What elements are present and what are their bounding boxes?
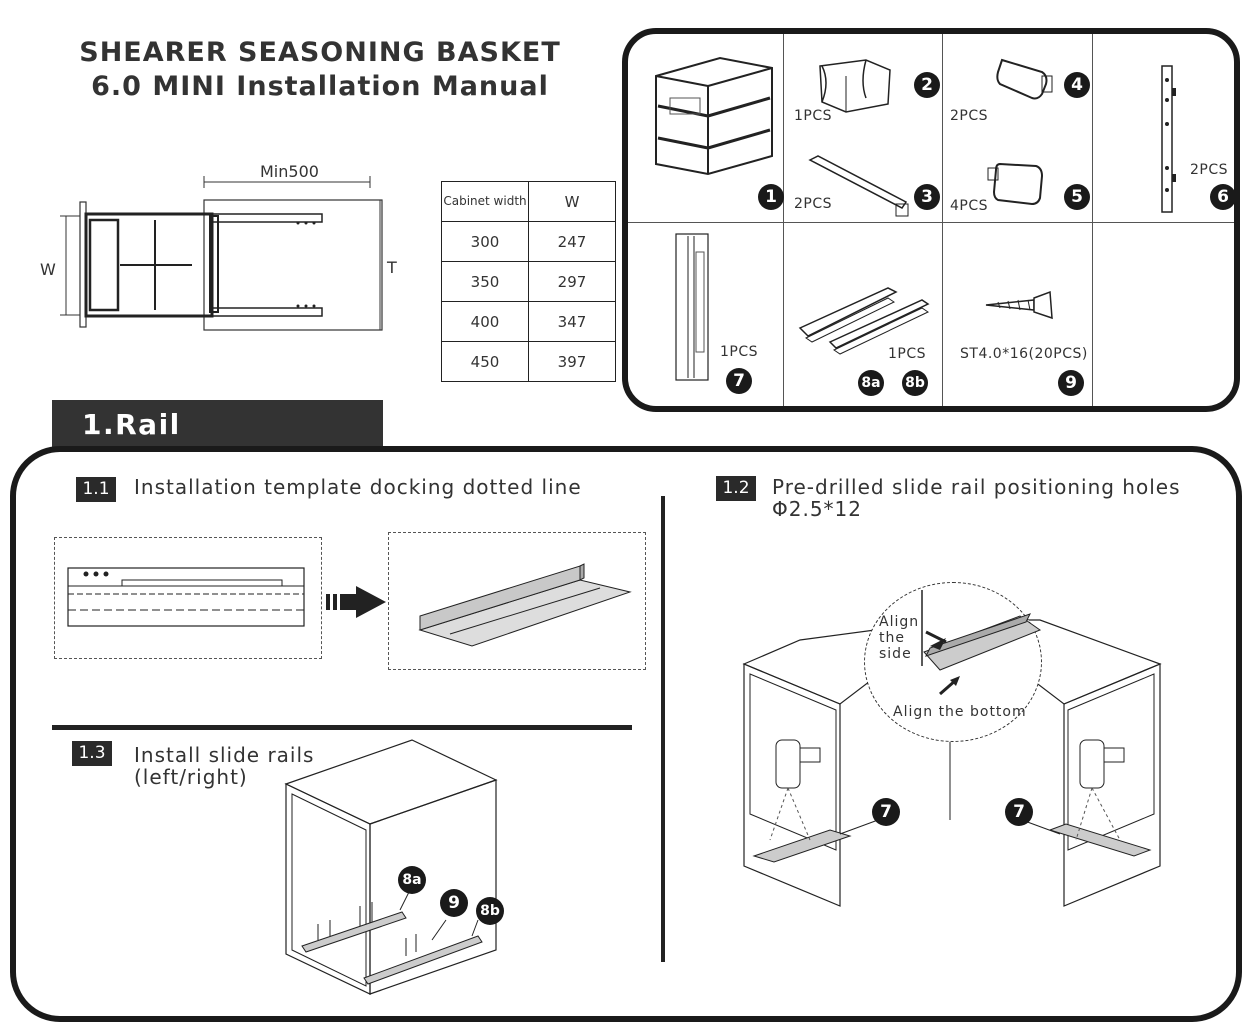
table-cell: 247 xyxy=(528,221,616,262)
step-text-spec: Φ2.5*12 xyxy=(772,497,862,521)
align-side-text: side xyxy=(879,646,912,662)
depth-dimension-label: T xyxy=(387,258,397,277)
parts-list-panel: 1 1PCS 2 2PCS 3 2PCS 4 4PCS 5 2PCS 6 xyxy=(622,28,1240,412)
part-number-badge: 5 xyxy=(1064,184,1090,210)
rail-bar-illustration xyxy=(808,155,909,217)
part-number-badge-8b: 8b xyxy=(902,370,928,396)
part-qty: 1PCS xyxy=(794,108,833,124)
table-row: 400 347 xyxy=(441,301,616,342)
template-illustration xyxy=(675,233,709,381)
template-3d-view xyxy=(388,532,646,670)
template-3d-drawing xyxy=(418,563,632,647)
part-number-badge: 2 xyxy=(914,72,940,98)
cabinet-frame-illustration xyxy=(655,56,773,176)
cabinet-rail-install-drawing xyxy=(284,739,498,995)
part-number-badge: 7 xyxy=(726,368,752,394)
title-line-1: SHEARER SEASONING BASKET xyxy=(79,37,561,68)
part-qty: 2PCS xyxy=(950,108,989,124)
part-number-badge-9: 9 xyxy=(440,889,468,917)
min-dimension-label: Min500 xyxy=(260,162,319,181)
table-row: 450 397 xyxy=(441,341,616,382)
step-text: Install slide rails xyxy=(134,743,315,767)
screw-illustration xyxy=(985,290,1053,320)
table-row: 350 297 xyxy=(441,261,616,302)
rail-installation-panel xyxy=(10,446,1242,1022)
table-header-w: W xyxy=(528,181,616,222)
part-number-badge: 7 xyxy=(1005,798,1033,826)
align-side-text: the xyxy=(879,630,905,646)
part-qty: 1PCS xyxy=(888,346,927,362)
table-row: 300 247 xyxy=(441,221,616,262)
vertical-divider xyxy=(661,496,665,962)
part-number-badge-8b: 8b xyxy=(476,897,504,925)
arrow-icon xyxy=(326,586,386,618)
part-number-badge-8a: 8a xyxy=(398,866,426,894)
part-number-badge: 9 xyxy=(1058,370,1084,396)
template-flat-view xyxy=(54,537,322,659)
step-number: 1.2 xyxy=(716,476,756,501)
table-cell: 400 xyxy=(441,301,529,342)
slide-rails-illustration xyxy=(798,287,930,355)
part-number-badge: 4 xyxy=(1064,72,1090,98)
align-side-label: Align the side xyxy=(879,614,919,662)
bracket-illustration xyxy=(987,162,1044,206)
step-text: Pre-drilled slide rail positioning holes xyxy=(772,475,1181,499)
part-number-badge: 3 xyxy=(914,184,940,210)
zoom-detail-drawing xyxy=(921,590,1042,696)
width-dimension-label: W xyxy=(40,260,56,279)
part-qty: 2PCS xyxy=(794,196,833,212)
part-number-badge: 1 xyxy=(758,184,784,210)
table-cell: 350 xyxy=(441,261,529,302)
part-number-badge: 6 xyxy=(1210,184,1236,210)
table-cell: 300 xyxy=(441,221,529,262)
strip-illustration xyxy=(1161,65,1176,213)
part-qty: 2PCS xyxy=(1190,162,1229,178)
part-qty: 1PCS xyxy=(720,344,759,360)
section-title: 1.Rail installation xyxy=(52,400,383,491)
table-header-cabinet-width: Cabinet width xyxy=(441,181,529,222)
template-flat-drawing xyxy=(67,567,305,627)
align-side-text: Align xyxy=(879,614,920,630)
table-cell: 297 xyxy=(528,261,616,302)
horizontal-divider xyxy=(52,725,632,730)
step-text: Installation template docking dotted lin… xyxy=(134,475,582,499)
step-number: 1.3 xyxy=(72,741,112,766)
title-line-2: 6.0 MINI Installation Manual xyxy=(91,71,549,102)
clip-illustration xyxy=(996,58,1053,100)
part-number-badge: 7 xyxy=(872,798,900,826)
step-text-sub: (left/right) xyxy=(134,765,248,789)
table-cell: 397 xyxy=(528,341,616,382)
part-number-badge-8a: 8a xyxy=(858,370,884,396)
basket-illustration xyxy=(819,59,891,113)
top-view-diagram: Min500 W T xyxy=(40,160,410,340)
table-cell: 450 xyxy=(441,341,529,382)
step-number: 1.1 xyxy=(76,477,116,502)
part-qty: ST4.0*16(20PCS) xyxy=(960,346,1088,362)
table-cell: 347 xyxy=(528,301,616,342)
align-bottom-label: Align the bottom xyxy=(893,704,1027,720)
cabinet-width-table: Cabinet width W 300 247 350 297 400 347 … xyxy=(441,181,616,382)
part-qty: 4PCS xyxy=(950,198,989,214)
